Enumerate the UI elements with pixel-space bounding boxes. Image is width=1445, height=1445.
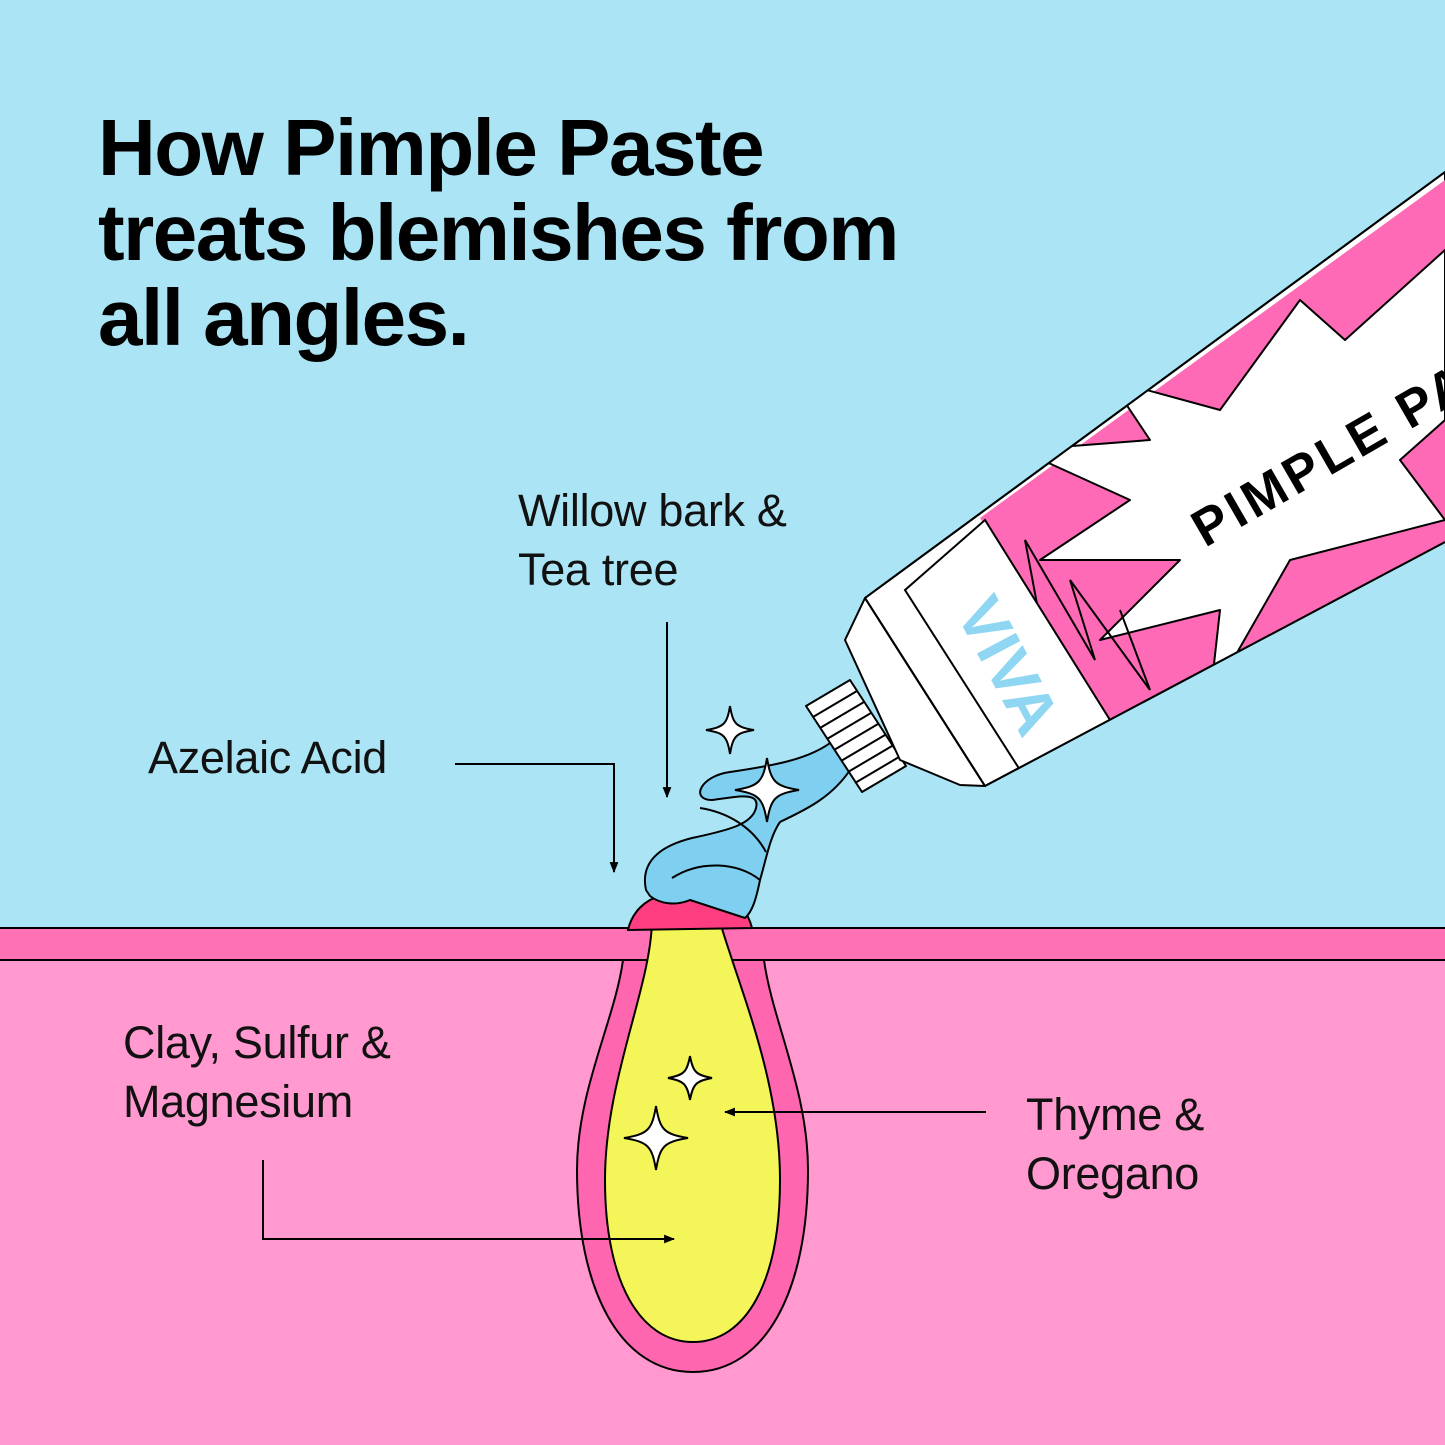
callout-clay-sulfur-magnesium: Clay, Sulfur & Magnesium bbox=[123, 1013, 391, 1131]
callout-clay-line-2: Magnesium bbox=[123, 1076, 353, 1127]
callout-azelaic-acid: Azelaic Acid bbox=[148, 728, 387, 787]
headline-line-2: treats blemishes from bbox=[98, 187, 899, 277]
pimple-core bbox=[603, 921, 782, 1344]
azelaic-arrow bbox=[455, 763, 619, 874]
tube-star-burst bbox=[1019, 249, 1445, 701]
paste-swirl-fold bbox=[699, 807, 767, 853]
tube-nozzle-threads bbox=[812, 690, 900, 784]
paste-swirl-fold-2 bbox=[671, 864, 761, 881]
sparkle-icon bbox=[705, 705, 755, 755]
tube: VIVA PIMPLE PA bbox=[805, 171, 1445, 793]
headline-line-1: How Pimple Paste bbox=[98, 103, 765, 192]
callout-thyme-oregano: Thyme & Oregano bbox=[1026, 1085, 1204, 1203]
headline-line-3: all angles. bbox=[98, 272, 470, 362]
tube-outline bbox=[864, 171, 1445, 787]
callout-thyme-line-2: Oregano bbox=[1026, 1148, 1200, 1199]
clay-arrow bbox=[262, 1160, 676, 1244]
sparkle-icon bbox=[734, 757, 800, 823]
callout-azelaic-line-1: Azelaic Acid bbox=[148, 732, 388, 783]
callout-willow-line-2: Tea tree bbox=[518, 544, 679, 595]
callout-willow-line-1: Willow bark & bbox=[518, 485, 787, 536]
callout-clay-line-1: Clay, Sulfur & bbox=[123, 1017, 391, 1068]
sparkle-icon bbox=[623, 1105, 689, 1171]
headline: How Pimple Paste treats blemishes from a… bbox=[98, 103, 899, 362]
callout-willow-tea-tree: Willow bark & Tea tree bbox=[518, 481, 787, 599]
sparkle-icon bbox=[667, 1055, 713, 1101]
callout-thyme-line-1: Thyme & bbox=[1026, 1089, 1204, 1140]
